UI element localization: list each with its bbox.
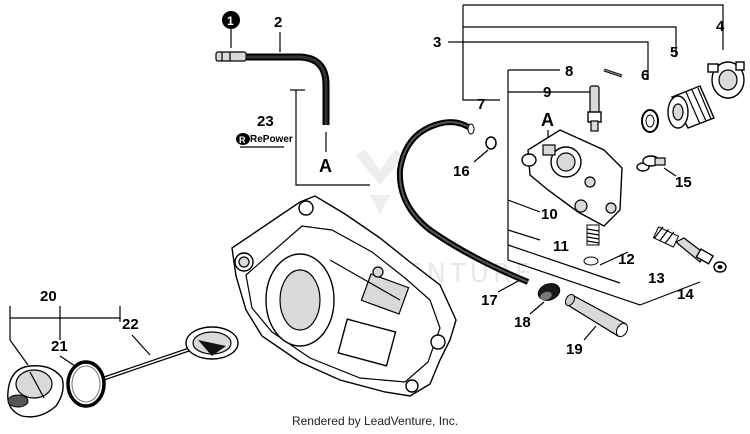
footer-credit: Rendered by LeadVenture, Inc. [291, 414, 459, 428]
crankcase-housing [231, 195, 457, 397]
part-18-grommet [537, 283, 561, 301]
callout-12: 12 [618, 251, 635, 268]
part-5-worm-gear [667, 85, 715, 129]
part-11-spring [583, 224, 600, 266]
callout-13: 13 [648, 270, 665, 287]
callout-9: 9 [543, 84, 551, 101]
part-19-plunger [564, 293, 629, 338]
callout-6: 6 [641, 67, 649, 84]
callout-1: 1 [227, 14, 234, 28]
part-12-spring [652, 226, 680, 248]
callout-10: 10 [541, 206, 558, 223]
callout-4: 4 [716, 18, 725, 35]
repower-logo: R RePower [236, 133, 293, 148]
callout-19: 19 [566, 341, 583, 358]
oil-pump-body [521, 129, 623, 227]
callout-2: 2 [274, 14, 282, 31]
part-16-o-ring [485, 136, 497, 150]
ref-letter-a-right: A [541, 110, 554, 130]
part-9-adjust-screw [587, 85, 602, 132]
callout-15: 15 [675, 174, 692, 191]
callout-3: 3 [433, 34, 441, 51]
part-1-fitting [215, 51, 247, 62]
part-14-nut [713, 261, 727, 273]
callout-17: 17 [481, 292, 498, 309]
callout-18: 18 [514, 314, 531, 331]
part-4-drive [707, 61, 745, 99]
callout-22: 22 [122, 316, 139, 333]
callout-16: 16 [453, 163, 470, 180]
svg-text:RePower: RePower [250, 134, 293, 145]
callout-20: 20 [40, 288, 57, 305]
svg-text:R: R [239, 135, 246, 145]
part-20-oil-cap [7, 365, 64, 418]
callout-21: 21 [51, 338, 68, 355]
callout-11: 11 [553, 238, 569, 255]
part-13-valve [674, 237, 715, 265]
part-21-o-ring [66, 360, 106, 408]
callout-circle-1 [222, 11, 240, 29]
callout-5: 5 [670, 44, 678, 61]
callout-14: 14 [677, 286, 694, 303]
part-22-strainer [103, 326, 239, 381]
callout-23: 23 [257, 113, 274, 130]
ref-letter-a-left: A [319, 156, 332, 176]
part-6-washer [641, 109, 659, 133]
callout-7: 7 [477, 96, 485, 113]
callout-8: 8 [565, 63, 573, 80]
part-15-screw [636, 155, 666, 172]
